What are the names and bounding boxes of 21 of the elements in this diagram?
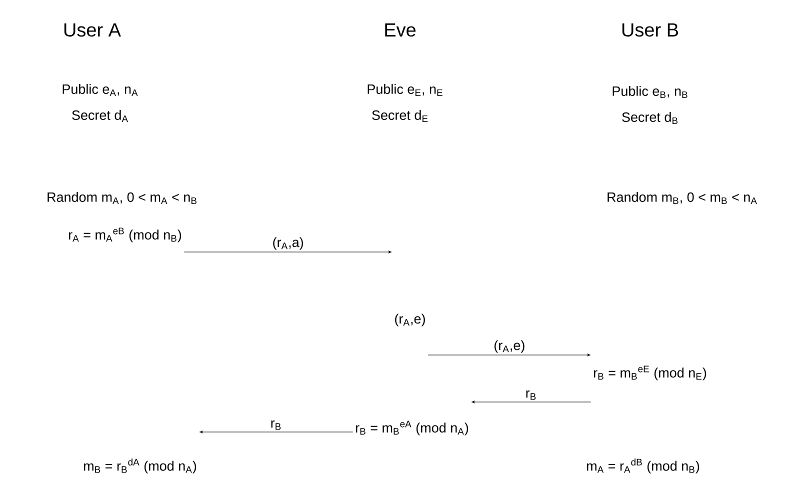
formula-text: Secret d$_{A}$ [72,110,128,122]
formula-text: Random m$_{B}$, 0 < m$_{B}$ < n$_{A}$ [608,192,757,204]
column-heading: Eve [385,23,416,37]
formula-text: Public e$_{E}$, n$_{E}$ [368,84,442,96]
edge-label: r$_{B}$ [271,420,281,430]
formula-text: Public e$_{B}$, n$_{B}$ [612,86,688,98]
edge-label: r$_{B}$ [526,390,536,400]
formula-text: m$_{A}$ = r$_{A}$$^{dB}$ (mod n$_{B}$) [586,458,700,474]
edge-label: (r$_{A}$,a) [273,237,304,250]
formula-text: Random m$_{A}$, 0 < m$_{A}$ < n$_{B}$ [48,192,196,204]
edge-label: (r$_{A}$,e) [494,340,524,353]
formula-text: r$_{B}$ = m$_{B}$$^{eA}$ (mod n$_{A}$) [356,420,468,436]
formula-text: m$_{B}$ = r$_{B}$$^{dA}$ (mod n$_{A}$) [84,458,196,474]
formula-text: Secret d$_{E}$ [372,110,428,122]
formula-text: (r$_{A}$,e) [395,314,425,326]
formula-text: Public e$_{A}$, n$_{A}$ [62,84,138,96]
column-heading: User A [64,23,121,37]
formula-text: Secret d$_{B}$ [622,112,678,124]
formula-text: r$_{B}$ = m$_{B}$$^{eE}$ (mod n$_{E}$) [594,366,706,380]
formula-text: r$_{A}$ = m$_{A}$$^{eB}$ (mod n$_{B}$) [68,228,182,242]
column-heading: User B [622,23,678,37]
